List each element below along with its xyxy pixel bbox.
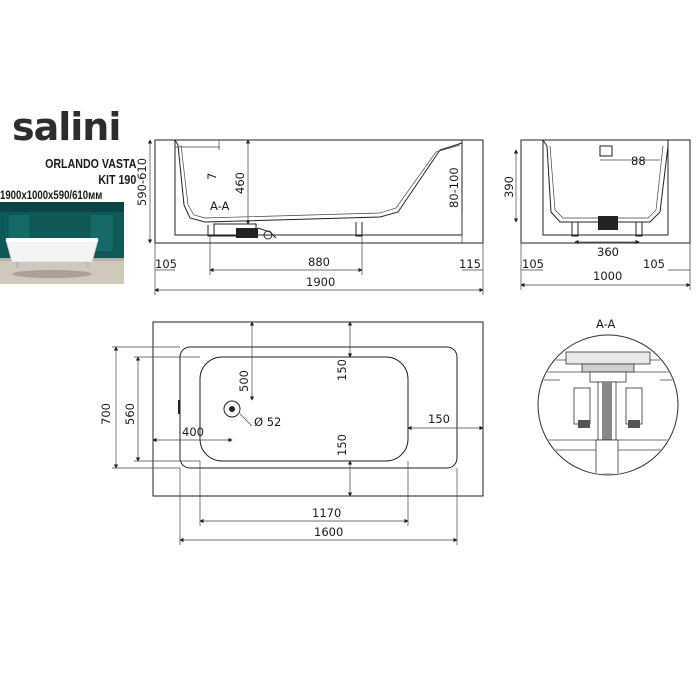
top-width-label: 88: [631, 154, 646, 168]
drain-span-label: 880: [308, 255, 330, 269]
outer-length-label: 1600: [314, 525, 343, 539]
side-tub-body: [174, 139, 463, 223]
left-offset-label: 105: [155, 257, 177, 271]
top-margin-label: 150: [335, 359, 349, 381]
end-view: 390 88 360 105 105 1000: [502, 139, 691, 290]
bathtub-photo-illustration: [0, 202, 124, 284]
total-length-label: 1900: [306, 275, 335, 289]
plan-drain: [223, 400, 241, 418]
detail-aa: A-A: [537, 317, 679, 476]
model-name: ORLANDO VASTA: [44, 156, 136, 171]
outer-width-label: 700: [99, 403, 113, 425]
right-offset-label: 115: [459, 257, 481, 271]
total-width-label: 1000: [593, 269, 622, 283]
end-left-offset-label: 105: [522, 257, 544, 271]
inner-depth-label: 390: [502, 176, 516, 198]
drain-offset-y-label: 500: [237, 370, 251, 392]
product-photo: [0, 202, 124, 284]
right-margin-label: 150: [428, 412, 450, 426]
inner-length-label: 1170: [312, 506, 341, 520]
brand-logo: salini: [12, 105, 121, 149]
feet-span-label: 360: [597, 245, 619, 259]
detail-label: A-A: [596, 317, 616, 331]
side-view: 590-610 7 460 80-100 A-A 105 880 115 190…: [135, 139, 484, 295]
plan-view: Ø 52 700 560 500 150 150 400 150 1170 16…: [99, 321, 484, 545]
section-label-aa: A-A: [210, 199, 230, 213]
plan-tub-rim: [179, 346, 458, 469]
drain-offset-x-label: 400: [182, 425, 204, 439]
depth-7-label: 7: [205, 173, 219, 180]
inner-width-label: 560: [123, 403, 137, 425]
height-range-label: 590-610: [135, 158, 149, 206]
plan-tub-basin: [199, 356, 409, 462]
plan-outer-frame: [152, 321, 484, 497]
drain-diameter-label: Ø 52: [254, 415, 281, 429]
product-dimensions: 1900x1000x590/610мм: [0, 188, 103, 202]
end-tub-body: [542, 139, 669, 223]
depth-460-label: 460: [233, 172, 247, 194]
end-right-offset-label: 105: [643, 257, 665, 271]
right-height-label: 80-100: [447, 167, 461, 208]
kit-name: KIT 190: [98, 172, 136, 187]
bottom-margin-label: 150: [335, 434, 349, 456]
